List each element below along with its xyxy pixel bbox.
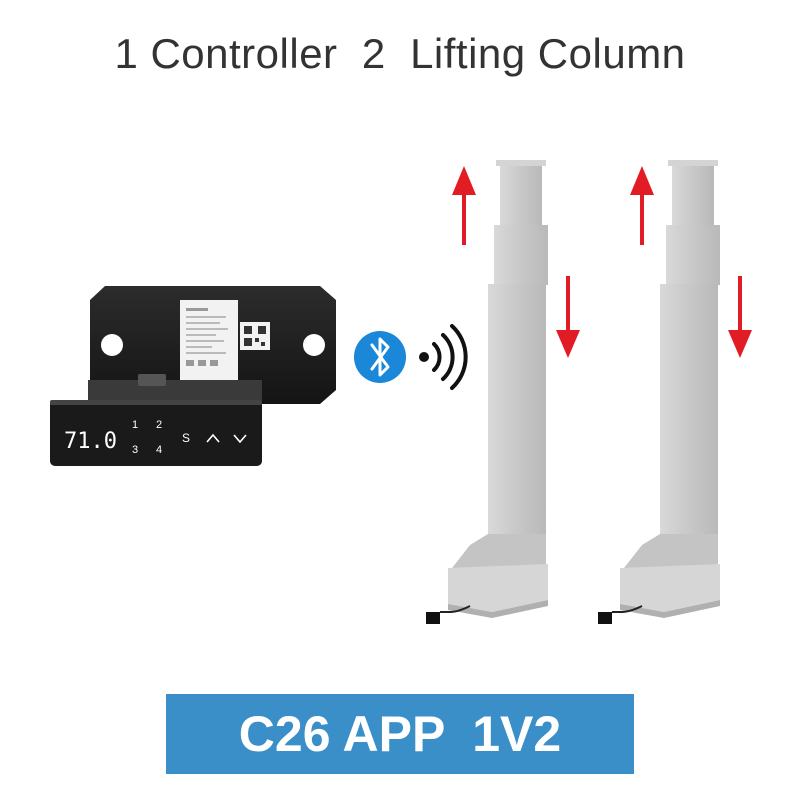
model-banner: C26 APP 1V2	[166, 694, 634, 774]
page-title: 1 Controller 2 Lifting Column	[114, 30, 686, 77]
up-arrow-icon	[630, 166, 654, 245]
memory-key-4[interactable]: 4	[156, 444, 162, 456]
up-arrow-icon	[452, 166, 476, 245]
lifting-column-1	[426, 160, 548, 624]
save-key[interactable]: S	[182, 431, 190, 445]
height-display: 71.0	[64, 429, 117, 454]
keypad: 71.0 1 2 3 4 S	[50, 374, 262, 466]
bluetooth-icon	[354, 331, 406, 383]
memory-key-1[interactable]: 1	[132, 419, 138, 431]
down-arrow-icon	[728, 276, 752, 358]
memory-key-3[interactable]: 3	[132, 444, 138, 456]
down-arrow-icon	[556, 276, 580, 358]
lifting-column-2	[598, 160, 720, 624]
mounting-hole	[303, 334, 325, 356]
down-key[interactable]	[233, 434, 247, 444]
mounting-hole	[101, 334, 123, 356]
memory-key-2[interactable]: 2	[156, 419, 162, 431]
up-key[interactable]	[206, 433, 220, 443]
wireless-signal-icon	[419, 324, 468, 390]
